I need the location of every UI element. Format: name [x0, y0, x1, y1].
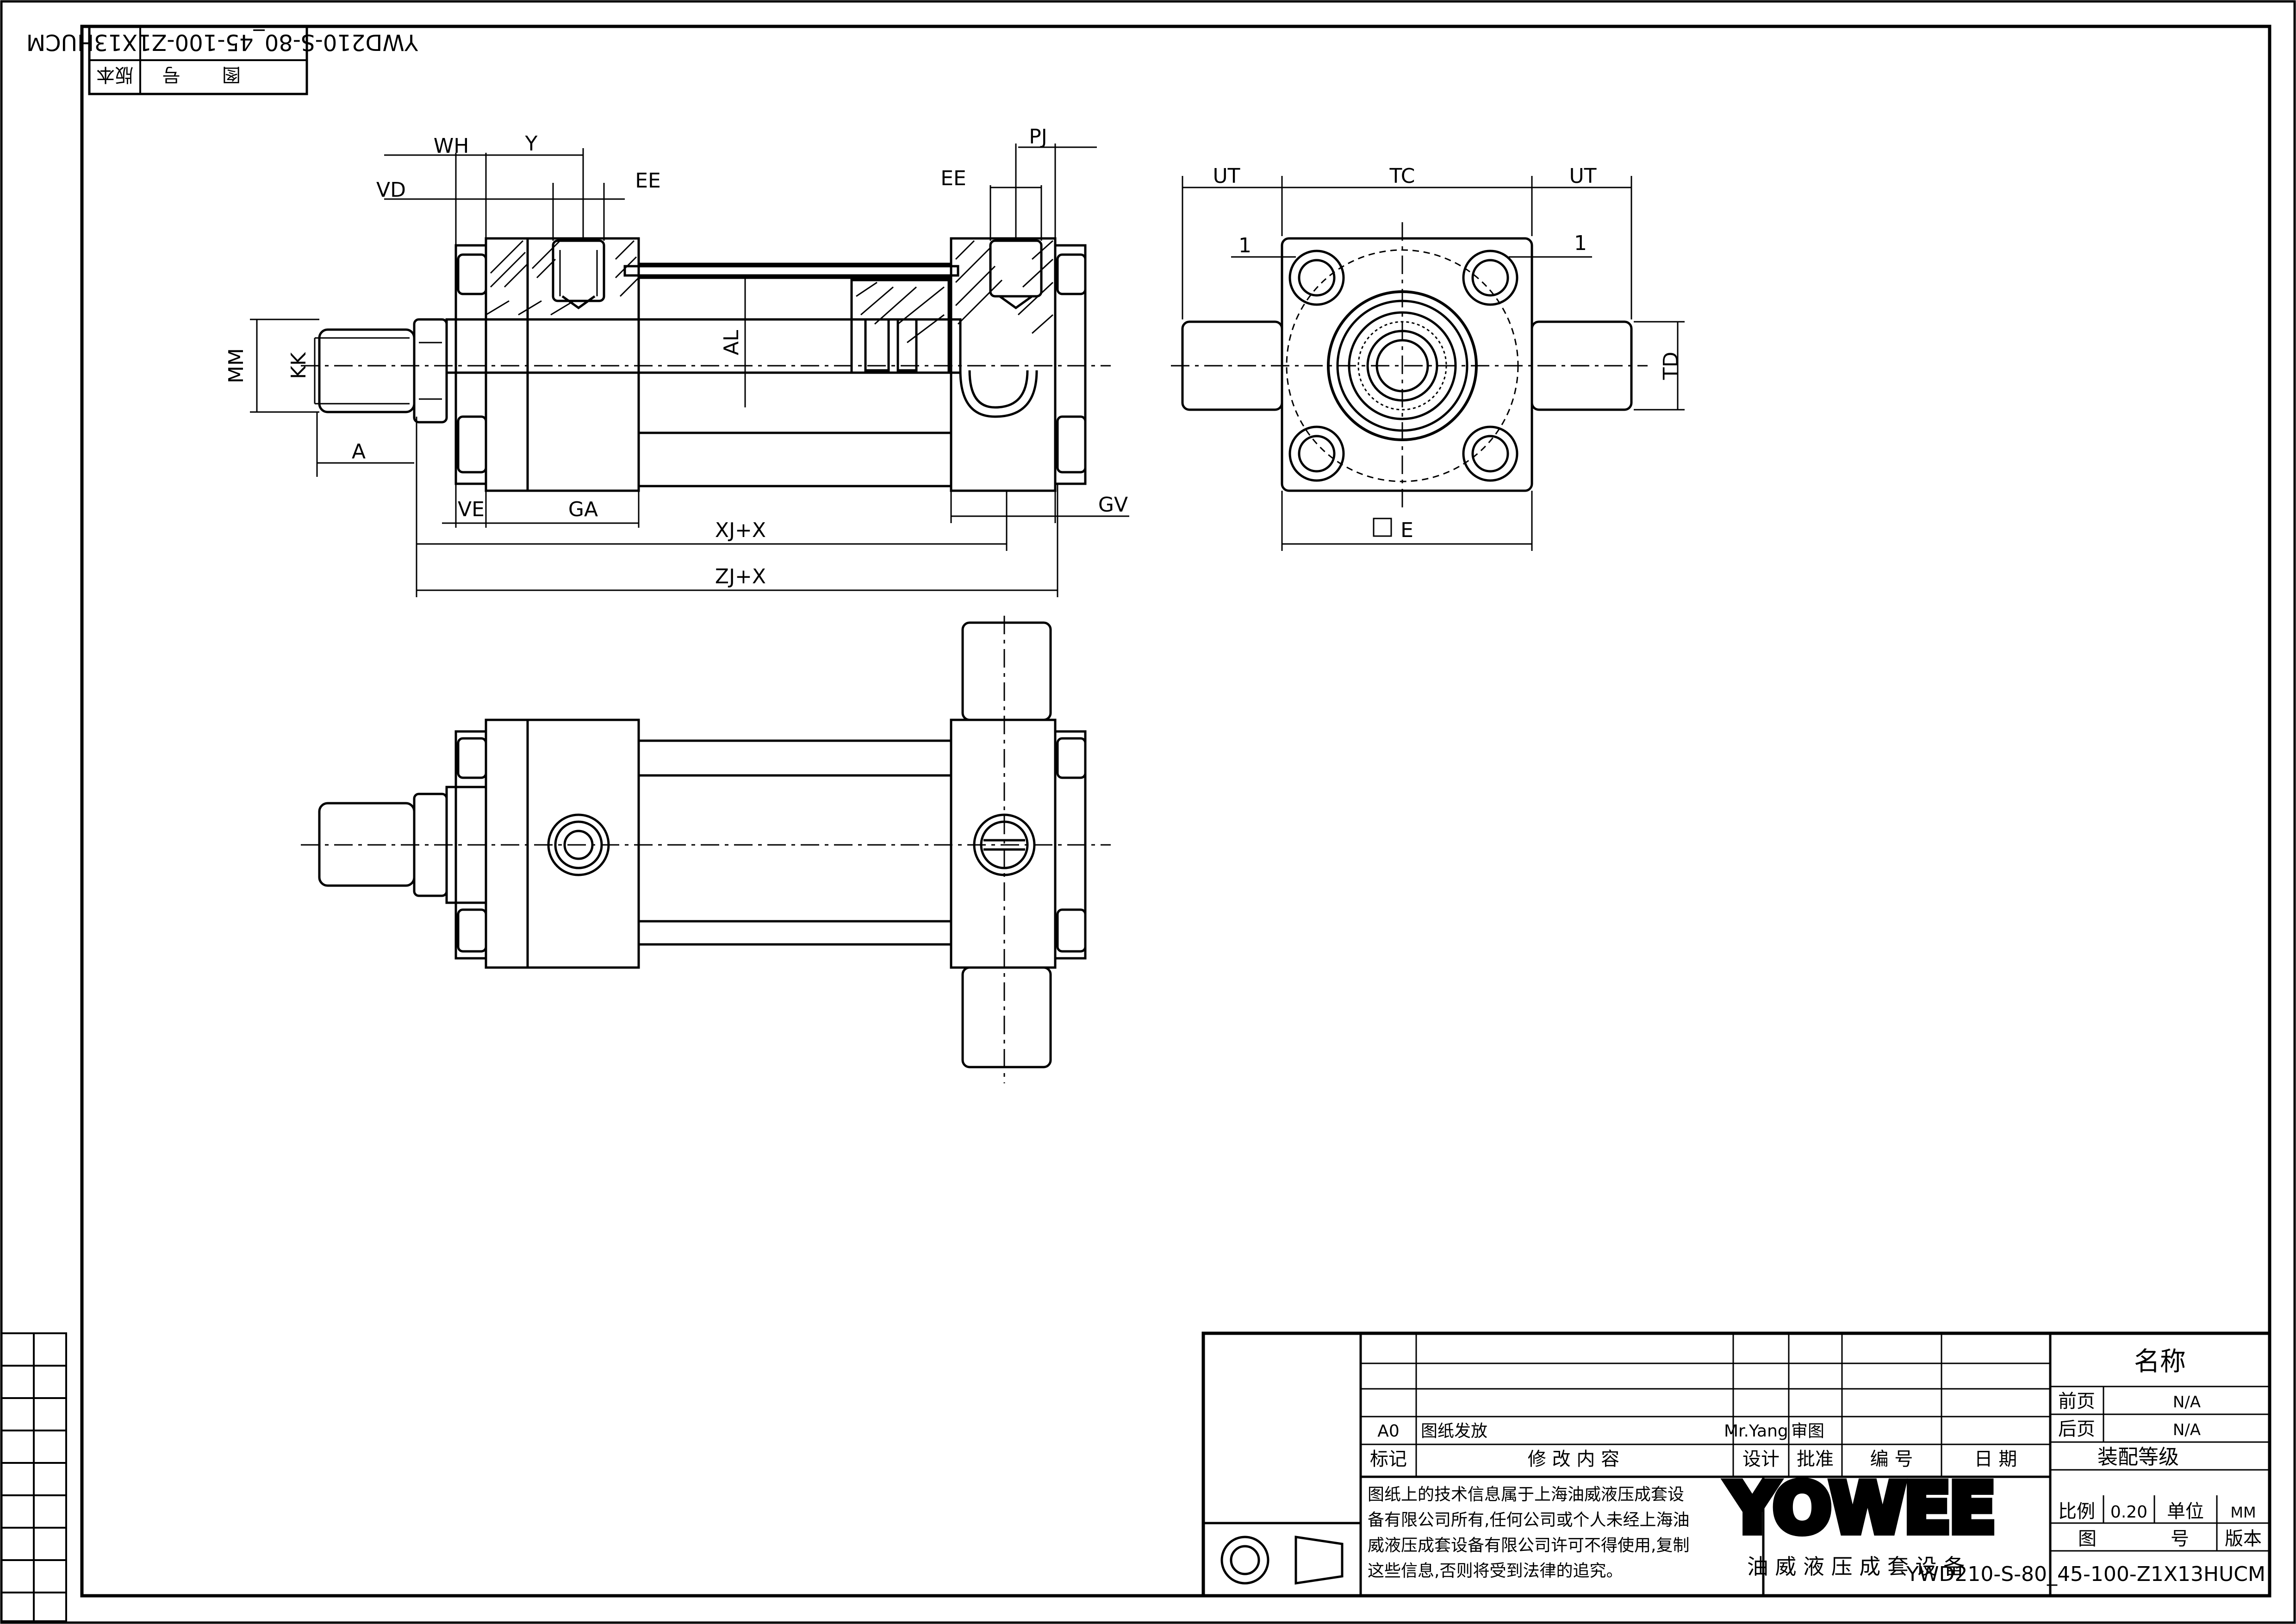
top-view [301, 616, 1111, 1083]
corner-label-version: 版本 [96, 64, 133, 85]
title-block: A0 图纸发放 Mr.Yang 审图 标记 修 改 内 容 设计 批准 编 号 … [1201, 1331, 2271, 1598]
rod-thread-end [318, 328, 416, 413]
drawing-number: YWD210-S-80_45-100-Z1X13HUCM [1906, 1562, 2265, 1586]
dim-ut-right: UT [1569, 164, 1596, 188]
dim-a: A [352, 440, 366, 463]
notice-line-3: 威液压成套设备有限公司许可不得使用,复制 [1368, 1536, 1689, 1555]
dim-ee-rear: EE [940, 167, 966, 190]
trunnion-top [961, 621, 1052, 721]
dim-ve: VE [458, 498, 485, 521]
projection-symbol [1220, 1536, 1344, 1585]
dim-1-right: 1 [1574, 231, 1587, 255]
header-approve: 批准 [1797, 1449, 1834, 1470]
scale-value: 0.20 [2110, 1503, 2147, 1522]
dim-1-left: 1 [1238, 234, 1251, 257]
unit-label: 单位 [2167, 1501, 2204, 1522]
side-view-labels: WH Y VD EE EE PJ MM KK AL A VE GA GV XJ+… [224, 125, 1128, 588]
dim-vd: VD [376, 178, 406, 202]
revision-description: 图纸发放 [1421, 1422, 1487, 1441]
dim-kk: KK [287, 352, 311, 379]
dim-wh: WH [434, 134, 469, 158]
dim-xj-x: XJ+X [715, 518, 766, 542]
trunnion-right [1531, 320, 1633, 411]
dim-td: TD [1659, 352, 1683, 381]
corner-label-drawing: 图 [222, 64, 241, 85]
header-content: 修 改 内 容 [1528, 1449, 1619, 1470]
dim-gv: GV [1098, 493, 1128, 517]
revision-designer: Mr.Yang [1724, 1422, 1788, 1441]
header-date: 日 期 [1974, 1449, 2017, 1470]
corner-label: YWD210-S-80_45-100-Z1X13HUCM 版本 图 号 [26, 25, 418, 95]
name-label: 名称 [2134, 1347, 2186, 1377]
dim-ut-left: UT [1213, 164, 1240, 188]
version-label: 版本 [2225, 1528, 2262, 1549]
head-square-flange [1281, 237, 1533, 492]
inner-border [80, 25, 2271, 1598]
dim-ga: GA [568, 498, 598, 521]
side-section-view [301, 237, 1111, 492]
prev-page-value: N/A [2173, 1393, 2201, 1412]
dim-e: E [1400, 518, 1413, 542]
top-rear-head [950, 718, 1057, 969]
dim-ee-front: EE [635, 169, 661, 193]
dim-zj-x: ZJ+X [715, 565, 766, 588]
front-head [485, 237, 640, 492]
piston-rod [445, 318, 962, 374]
dim-tc: TC [1389, 164, 1415, 188]
tie-rod-nuts [1288, 250, 1518, 482]
unit-value: MM [2230, 1504, 2256, 1521]
notice-line-1: 图纸上的技术信息属于上海油威液压成套设 [1368, 1485, 1684, 1504]
square-symbol [1373, 518, 1392, 537]
drawing-label: 图 [2078, 1528, 2097, 1549]
revision-checker: 审图 [1791, 1422, 1824, 1441]
trunnion-bottom [961, 966, 1052, 1068]
next-page-label: 后页 [2058, 1418, 2095, 1440]
next-page-value: N/A [2173, 1421, 2201, 1439]
company-logo: YOWEE [1726, 1468, 1994, 1549]
left-margin-strip [0, 1332, 67, 1622]
dim-al: AL [720, 330, 743, 355]
revision-mark: A0 [1377, 1422, 1400, 1441]
number-label: 号 [2171, 1528, 2189, 1549]
rear-head [950, 237, 1057, 492]
piston [850, 279, 950, 374]
side-view-dimensions [250, 144, 1129, 597]
notice-line-2: 备有限公司所有,任何公司或个人未经上海油 [1368, 1511, 1689, 1530]
end-view-labels: UT TC UT 1 1 TD E [1213, 164, 1683, 542]
end-view-dimensions [1182, 176, 1685, 551]
header-design: 设计 [1742, 1449, 1780, 1470]
corner-label-drawing-number: YWD210-S-80_45-100-Z1X13HUCM [26, 29, 418, 55]
top-front-head [485, 718, 640, 969]
dim-mm: MM [224, 348, 248, 383]
assembly-level-label: 装配等级 [2097, 1445, 2179, 1469]
prev-page-label: 前页 [2058, 1391, 2095, 1412]
dim-pj: PJ [1029, 125, 1047, 149]
corner-label-number: 号 [162, 64, 180, 85]
end-view [1171, 222, 1648, 509]
trunnion-left [1181, 320, 1283, 411]
scale-label: 比例 [2058, 1501, 2095, 1522]
dim-y: Y [525, 132, 538, 156]
header-mark: 标记 [1370, 1449, 1407, 1470]
header-number: 编 号 [1870, 1449, 1913, 1470]
notice-line-4: 这些信息,否则将受到法律的追究。 [1368, 1562, 1623, 1580]
company-name: 油 威 液 压 成 套 设 备 [1747, 1554, 1965, 1579]
